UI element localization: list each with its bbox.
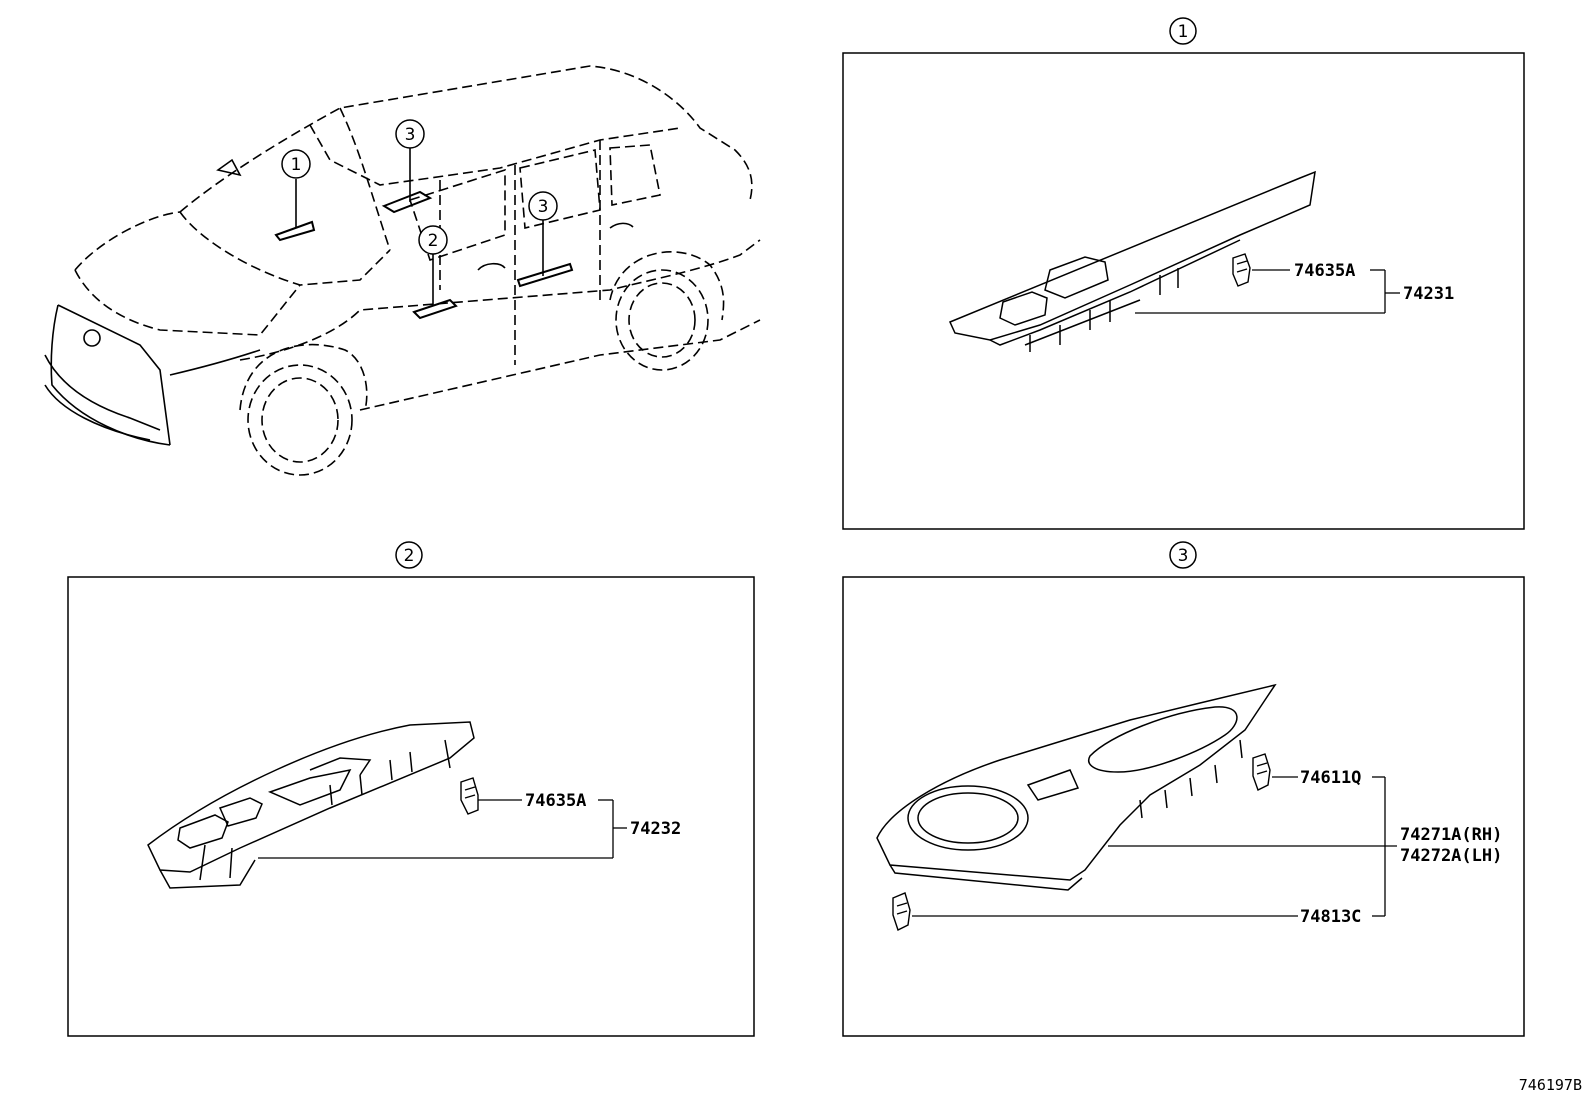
leaders-panel-three [912,776,1397,917]
armrest-panel-illustration [876,683,1277,891]
svg-text:3: 3 [1178,546,1189,566]
part-74232: 74232 [630,819,681,839]
panel-two-frame [67,576,755,1037]
clip-icon-panel-three-lower [892,892,911,931]
car-callout-one: 1 [281,149,311,179]
part-74611q: 74611Q [1300,768,1361,788]
part-74231: 74231 [1403,284,1454,304]
panel-two-header: 2 [395,541,423,569]
panel-one-header: 1 [1169,17,1197,45]
panel-three-header: 3 [1169,541,1197,569]
leaders-panel-one [1135,269,1400,314]
clip-icon-panel-three-upper [1252,753,1271,791]
clip-icon-panel-two [460,777,479,815]
part-74271a-rh: 74271A(RH) [1400,825,1502,845]
part-74635a-panel-two: 74635A [525,791,586,811]
leaders-panel-two [258,799,627,859]
panel-three-frame [842,576,1525,1037]
svg-text:2: 2 [404,546,415,566]
car-callout-three-rear: 3 [528,191,558,221]
svg-text:3: 3 [538,197,549,217]
illustration-id: 746197B [1519,1076,1582,1094]
car-callout-three-front: 3 [395,119,425,149]
svg-text:1: 1 [1178,22,1189,42]
svg-text:1: 1 [291,155,302,175]
panel-one-frame [842,52,1525,530]
switch-base-front-illustration [948,170,1316,352]
part-74813c: 74813C [1300,907,1361,927]
switch-base-rear-illustration [147,721,475,889]
svg-text:3: 3 [405,125,416,145]
part-74635a-panel-one: 74635A [1294,261,1355,281]
svg-text:2: 2 [428,231,439,251]
part-74272a-lh: 74272A(LH) [1400,846,1502,866]
clip-icon-panel-one [1232,253,1251,287]
car-callout-two: 2 [418,225,448,255]
